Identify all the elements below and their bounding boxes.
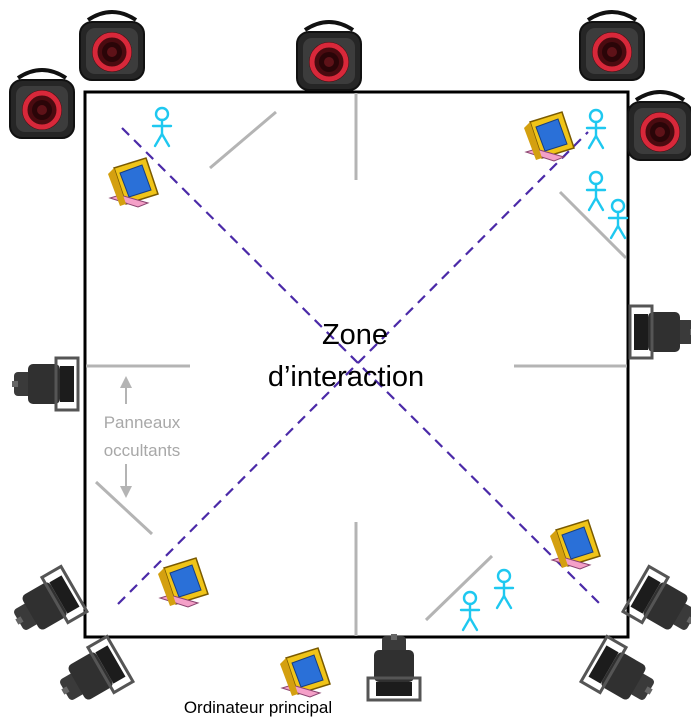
diagonal-lines — [117, 127, 603, 607]
panel-bottom-right — [424, 554, 494, 622]
computer-icon — [549, 519, 601, 570]
camera-icon — [579, 634, 666, 717]
person-icon — [585, 108, 607, 150]
panel-bottom-left — [94, 480, 154, 536]
person-icon — [607, 198, 629, 240]
zone-label-line1: Zone — [322, 319, 388, 351]
camera-icon — [621, 564, 691, 647]
main-computer-label: Ordinateur principal — [184, 698, 332, 717]
camera-icon — [366, 632, 422, 702]
person-icon — [151, 106, 173, 148]
computers — [107, 111, 601, 698]
camera-icon — [2, 564, 89, 647]
speaker-icon — [297, 22, 361, 90]
occluding-panels — [86, 93, 628, 636]
camera-icon — [10, 356, 80, 412]
speaker-icon — [628, 92, 691, 160]
speaker-icon — [580, 12, 644, 80]
person-icon — [459, 590, 481, 632]
main-computer-icon — [279, 647, 331, 698]
zone-label-line2: d’interaction — [268, 361, 424, 393]
room-border — [83, 90, 630, 639]
panel-top-left — [209, 110, 277, 170]
arrow-icon — [120, 376, 132, 498]
camera-icon — [48, 634, 135, 717]
panels-label-line2: occultants — [104, 441, 181, 460]
panel-top-right — [558, 190, 628, 260]
speaker-icon — [80, 12, 144, 80]
computer-icon — [107, 157, 159, 208]
person-icon — [585, 170, 607, 212]
camera-icon — [628, 304, 691, 360]
diagonal-line-2 — [117, 131, 589, 605]
diagonal-line-1 — [121, 127, 603, 607]
computer-icon — [157, 557, 209, 608]
speakers — [10, 12, 691, 160]
person-icon — [493, 568, 515, 610]
panels-label-line1: Panneaux — [104, 413, 181, 432]
speaker-icon — [10, 70, 74, 138]
